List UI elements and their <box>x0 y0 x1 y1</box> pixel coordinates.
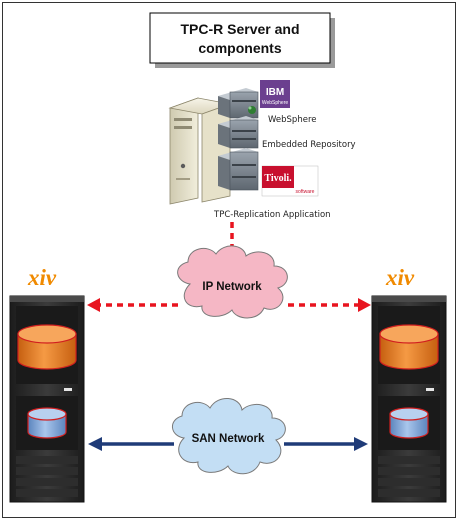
tivoli-logo: Tivoli. software <box>261 165 319 197</box>
title-line-2: components <box>198 40 281 56</box>
xiv-logo-right: xiv <box>385 265 415 290</box>
blade-websphere <box>218 88 259 119</box>
blade-replication <box>218 148 259 191</box>
svg-text:WebSphere: WebSphere <box>262 100 289 106</box>
title-line-1: TPC-R Server and <box>180 21 299 37</box>
san-link-right <box>284 437 368 451</box>
server-icon <box>168 97 232 205</box>
san-link-left <box>88 437 174 451</box>
storage-rack-right <box>371 295 447 503</box>
xiv-logo-left: xiv <box>27 265 57 290</box>
storage-rack-left <box>9 295 85 503</box>
application-label: TPC-Replication Application <box>213 210 331 220</box>
san-cloud-icon: SAN Network <box>172 398 286 475</box>
ip-cloud-icon: IP Network <box>177 245 288 319</box>
repository-label: Embedded Repository <box>262 140 356 150</box>
disk-icon <box>389 407 429 439</box>
ip-link-right <box>288 298 371 312</box>
svg-text:Tivoli.: Tivoli. <box>264 173 292 184</box>
blade-repository <box>218 116 259 149</box>
disk-icon <box>27 407 67 439</box>
svg-text:IBM: IBM <box>266 87 284 98</box>
websphere-label: WebSphere <box>268 115 316 125</box>
ip-network-label: IP Network <box>202 281 262 293</box>
title-box: TPC-R Server and components <box>149 12 335 68</box>
svg-text:software: software <box>296 189 315 195</box>
disk-icon <box>379 324 439 370</box>
websphere-logo: IBM WebSphere <box>260 80 290 108</box>
disk-icon <box>17 324 77 370</box>
ip-link-left <box>87 298 178 312</box>
san-network-label: SAN Network <box>192 433 265 445</box>
